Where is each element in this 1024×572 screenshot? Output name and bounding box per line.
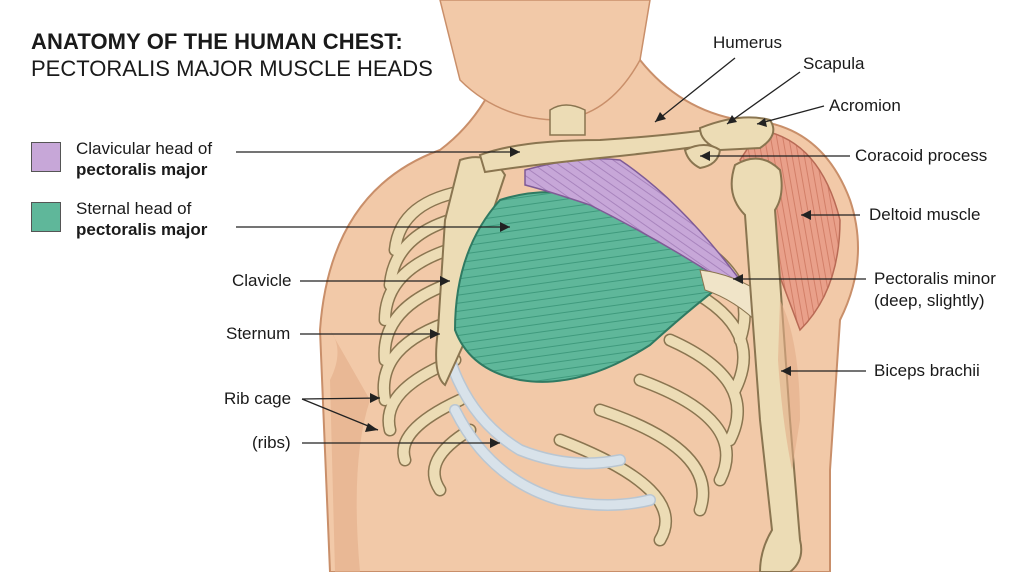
label-deltoid-muscle: Deltoid muscle [869, 205, 981, 224]
label-biceps-brachii: Biceps brachii [874, 361, 980, 380]
pointer-lines [236, 57, 866, 444]
legend-text-sternal: Sternal head of pectoralis major [76, 198, 207, 240]
diagram-subtitle: PECTORALIS MAJOR MUSCLE HEADS [31, 56, 433, 81]
label-ribs: (ribs) [252, 433, 291, 452]
legend-swatch-sternal [31, 202, 61, 232]
label-rib-cage: Rib cage [224, 389, 292, 408]
legend-text-clavicular: Clavicular head of pectoralis major [76, 138, 212, 180]
label-humerus: Humerus [713, 33, 782, 52]
label-acromion: Acromion [829, 96, 901, 115]
label-scapula: Scapula [803, 54, 865, 73]
legend-sternal-line1: Sternal head of [76, 199, 192, 218]
label-coracoid-process: Coracoid process [855, 146, 988, 165]
label-pectoralis-minor-note: (deep, slightly) [874, 291, 985, 310]
label-sternum: Sternum [226, 324, 291, 343]
pointer-arrowheads [365, 112, 811, 448]
legend-swatch-clavicular [31, 142, 61, 172]
legend-clavicular-line1: Clavicular head of [76, 139, 213, 158]
diagram-title: ANATOMY OF THE HUMAN CHEST: [31, 29, 403, 54]
humerus-bone [730, 157, 803, 572]
legend-clavicular-line2: pectoralis major [76, 160, 208, 179]
biceps-shape [778, 300, 800, 470]
label-pectoralis-minor: Pectoralis minor [874, 269, 996, 288]
label-clavicle: Clavicle [232, 271, 292, 290]
left-side-shade [330, 330, 370, 572]
legend-sternal-line2: pectoralis major [76, 220, 208, 239]
neck-vertebra [549, 104, 586, 136]
